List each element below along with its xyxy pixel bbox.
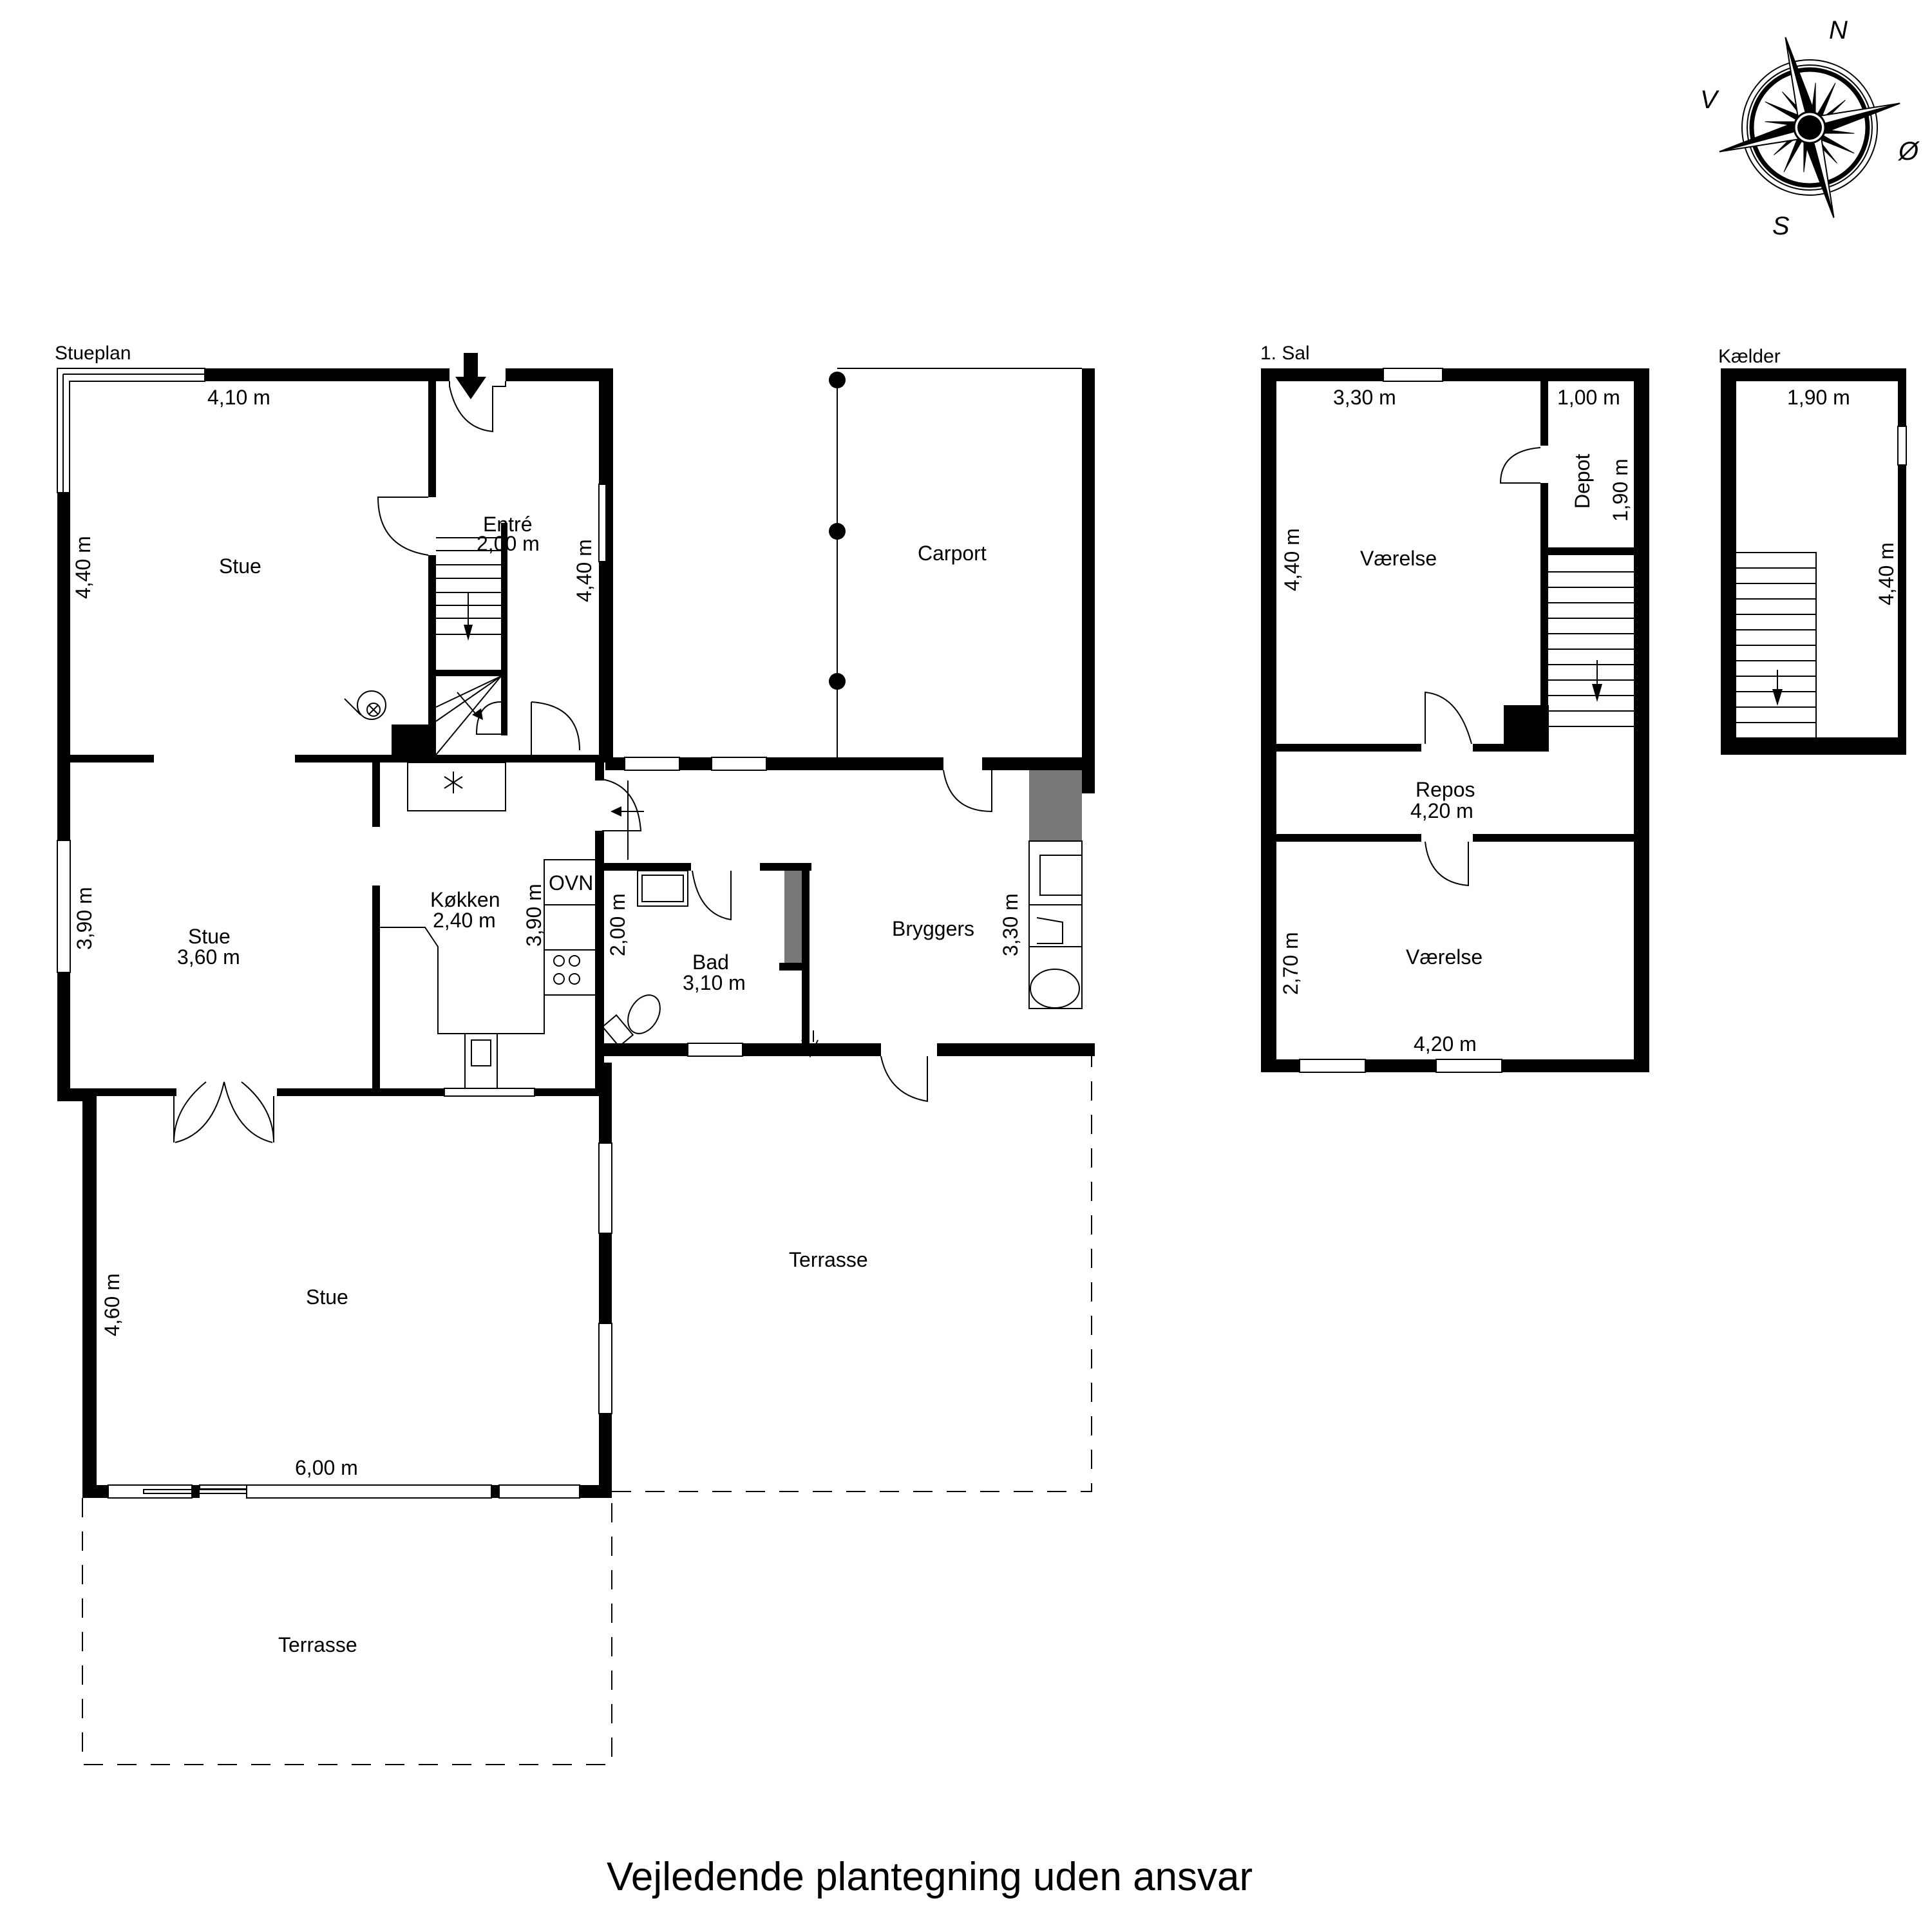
- wood-stove-icon: [344, 690, 386, 720]
- stue-south-label: Stue: [306, 1285, 348, 1309]
- vaerelse-north-label: Værelse: [1360, 547, 1437, 570]
- stue-north-dim-side: 4,40 m: [71, 536, 95, 599]
- compass-east-label: Ø: [1897, 137, 1920, 166]
- vaerelse-north-dim-side: 4,40 m: [1280, 528, 1303, 591]
- entre-dim: 2,00 m: [477, 532, 540, 555]
- terrasse-south-label: Terrasse: [278, 1633, 357, 1656]
- stue-mid-label: Stue: [188, 925, 231, 948]
- first-floor-title: 1. Sal: [1260, 343, 1310, 364]
- bad-dim: 3,10 m: [683, 971, 746, 994]
- kokken-dim-side: 3,90 m: [522, 884, 545, 947]
- vaerelse-south-dim-side: 2,70 m: [1279, 932, 1302, 995]
- stue-south-dim-bottom: 6,00 m: [295, 1456, 358, 1479]
- bryggers-dim-side: 3,30 m: [999, 893, 1022, 956]
- compass-west-label: V: [1700, 86, 1719, 114]
- carport-label: Carport: [918, 542, 987, 565]
- carport-post: [829, 372, 846, 388]
- vaerelse-north-dim-top: 3,30 m: [1333, 386, 1396, 409]
- disclaimer-text: Vejledende plantegning uden ansvar: [607, 1855, 1253, 1899]
- kitchen-sink-icon: [471, 1039, 491, 1066]
- stue-north-label: Stue: [219, 554, 261, 578]
- entrance-arrow-icon: [455, 353, 486, 399]
- compass-south-label: S: [1772, 212, 1790, 240]
- basement-dim-side: 4,40 m: [1875, 542, 1898, 605]
- washer-icon: [1030, 969, 1080, 1009]
- ground-floor-title: Stueplan: [55, 343, 131, 364]
- vaerelse-south-dim-bottom: 4,20 m: [1414, 1032, 1477, 1056]
- vaerelse-south-label: Værelse: [1406, 945, 1482, 969]
- toilet-icon: [601, 994, 661, 1048]
- compass-rose-icon: [1719, 37, 1900, 218]
- basement-dim-top: 1,90 m: [1787, 386, 1850, 409]
- first-floor-plan: 1. Sal 3,30 m 4,40 m Værelse 1,00 m: [1260, 343, 1649, 1073]
- bathroom-sink-icon: [641, 875, 684, 902]
- repos-label: Repos: [1416, 778, 1475, 801]
- kokken-dim: 2,40 m: [433, 909, 496, 932]
- entre-dim-side: 4,40 m: [573, 539, 596, 602]
- ground-floor-plan: Stueplan: [55, 343, 1095, 1765]
- depot-label: Depot: [1571, 454, 1594, 509]
- depot-dim-top: 1,00 m: [1557, 386, 1620, 409]
- carport-post: [829, 523, 846, 540]
- utility-sink-icon: [1039, 855, 1083, 896]
- basement-title: Kælder: [1718, 346, 1781, 367]
- entre-label: Entré: [483, 513, 532, 536]
- basement-plan: Kælder 1,90 m 4,40 m: [1718, 346, 1907, 755]
- freezer-snowflake-icon: [444, 772, 463, 793]
- kokken-label: Køkken: [430, 888, 500, 911]
- stue-mid-dim: 3,60 m: [177, 945, 240, 969]
- depot-dim-side: 1,90 m: [1609, 459, 1632, 522]
- repos-dim: 4,20 m: [1410, 799, 1473, 822]
- carport-post: [829, 673, 846, 690]
- compass-north-label: N: [1829, 16, 1848, 44]
- cooktop-icon: [553, 955, 580, 985]
- stue-mid-dim-side: 3,90 m: [73, 887, 96, 950]
- bryggers-label: Bryggers: [892, 917, 974, 940]
- bad-dim-side: 2,00 m: [606, 893, 629, 956]
- stue-south-dim-side: 4,60 m: [100, 1273, 124, 1336]
- terrasse-east-label: Terrasse: [789, 1248, 868, 1271]
- stue-north-dim-top: 4,10 m: [207, 386, 270, 409]
- bad-label: Bad: [692, 951, 729, 974]
- oven-label: OVN: [549, 871, 593, 895]
